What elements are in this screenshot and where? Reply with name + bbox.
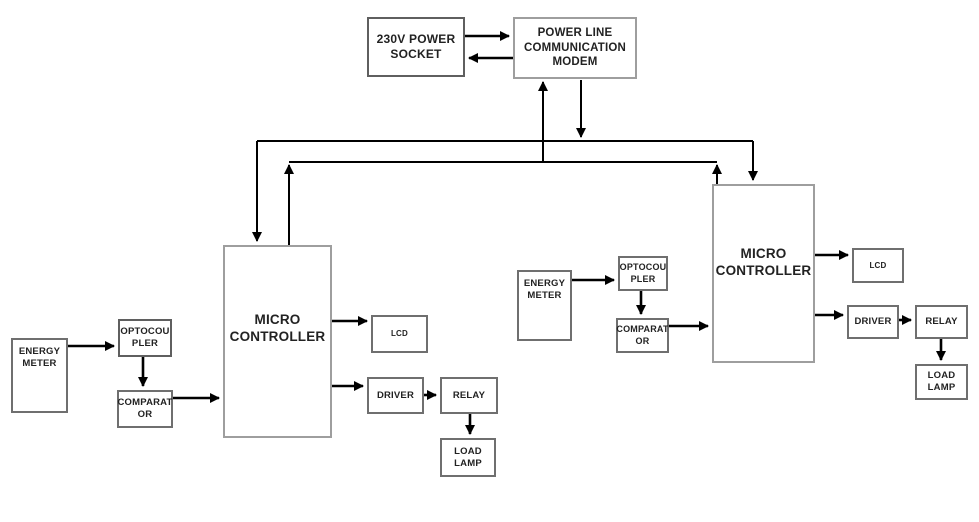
block-relay-left: RELAY xyxy=(440,377,498,414)
block-load-lamp-right: LOAD LAMP xyxy=(915,364,968,400)
block-label: 230V POWER SOCKET xyxy=(376,32,456,61)
block-label: MICRO CONTROLLER xyxy=(229,311,326,344)
block-label: MICRO CONTROLLER xyxy=(715,245,812,278)
block-driver-left: DRIVER xyxy=(367,377,424,414)
block-optocoupler-left: OPTOCOU PLER xyxy=(118,319,172,357)
block-energy-meter-left: ENERGY METER xyxy=(11,338,68,413)
block-label: OPTOCOU PLER xyxy=(120,326,170,349)
block-lcd-right: LCD xyxy=(852,248,904,283)
block-label: LCD xyxy=(869,260,887,270)
block-label: COMPARAT OR xyxy=(616,324,669,346)
block-driver-right: DRIVER xyxy=(847,305,899,339)
block-power-line-communication-modem: POWER LINE COMMUNICATION MODEM xyxy=(513,17,637,79)
block-230v-power-socket: 230V POWER SOCKET xyxy=(367,17,465,77)
block-label: COMPARAT OR xyxy=(117,397,173,420)
block-label: OPTOCOU PLER xyxy=(619,262,667,284)
block-micro-controller-right: MICRO CONTROLLER xyxy=(712,184,815,363)
block-energy-meter-right: ENERGY METER xyxy=(517,270,572,341)
block-label: DRIVER xyxy=(854,316,892,328)
block-relay-right: RELAY xyxy=(915,305,968,339)
block-label: LOAD LAMP xyxy=(927,370,956,393)
block-label: RELAY xyxy=(452,389,486,401)
block-label: RELAY xyxy=(925,316,958,328)
block-label: DRIVER xyxy=(376,389,415,401)
block-label: POWER LINE COMMUNICATION MODEM xyxy=(523,27,627,69)
block-optocoupler-right: OPTOCOU PLER xyxy=(618,256,668,291)
block-label: LOAD LAMP xyxy=(454,445,482,469)
block-load-lamp-left: LOAD LAMP xyxy=(440,438,496,477)
block-label: ENERGY METER xyxy=(523,278,566,301)
block-comparator-right: COMPARAT OR xyxy=(616,318,669,353)
block-lcd-left: LCD xyxy=(371,315,428,353)
block-comparator-left: COMPARAT OR xyxy=(117,390,173,428)
block-label: LCD xyxy=(390,329,409,338)
block-label: ENERGY METER xyxy=(18,346,61,369)
block-micro-controller-left: MICRO CONTROLLER xyxy=(223,245,332,438)
